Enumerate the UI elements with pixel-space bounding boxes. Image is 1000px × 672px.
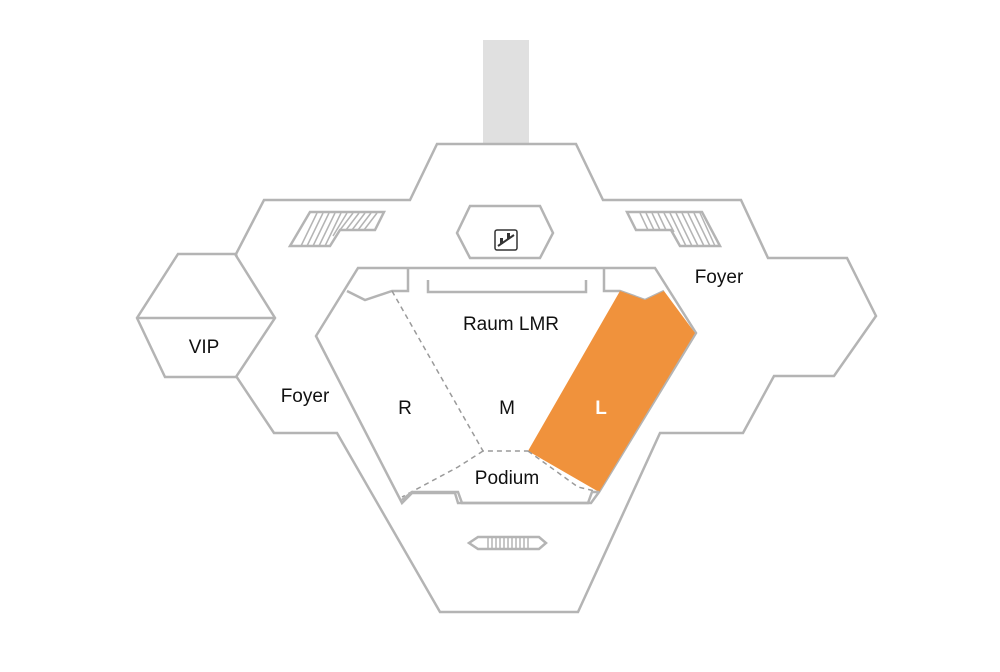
corridor-connector [483, 40, 529, 144]
section-divider [401, 450, 484, 498]
ramp-icon [466, 535, 548, 551]
foyer-left-label: Foyer [281, 386, 330, 407]
section-m-label: M [499, 398, 515, 419]
section-l-label: L [595, 398, 607, 419]
raum-lmr-label: Raum LMR [463, 314, 559, 335]
vip-label: VIP [189, 337, 220, 358]
section-divider [527, 450, 600, 493]
podium-label: Podium [475, 468, 539, 489]
stairs-icon [287, 210, 387, 248]
section-r-label: R [398, 398, 412, 419]
escalator[interactable] [455, 204, 555, 260]
section-l-highlight[interactable] [528, 291, 695, 492]
stairs-icon [624, 210, 723, 248]
foyer-right-label: Foyer [695, 267, 744, 288]
escalator-icon [494, 229, 518, 251]
vip-room[interactable]: VIP [135, 252, 277, 379]
